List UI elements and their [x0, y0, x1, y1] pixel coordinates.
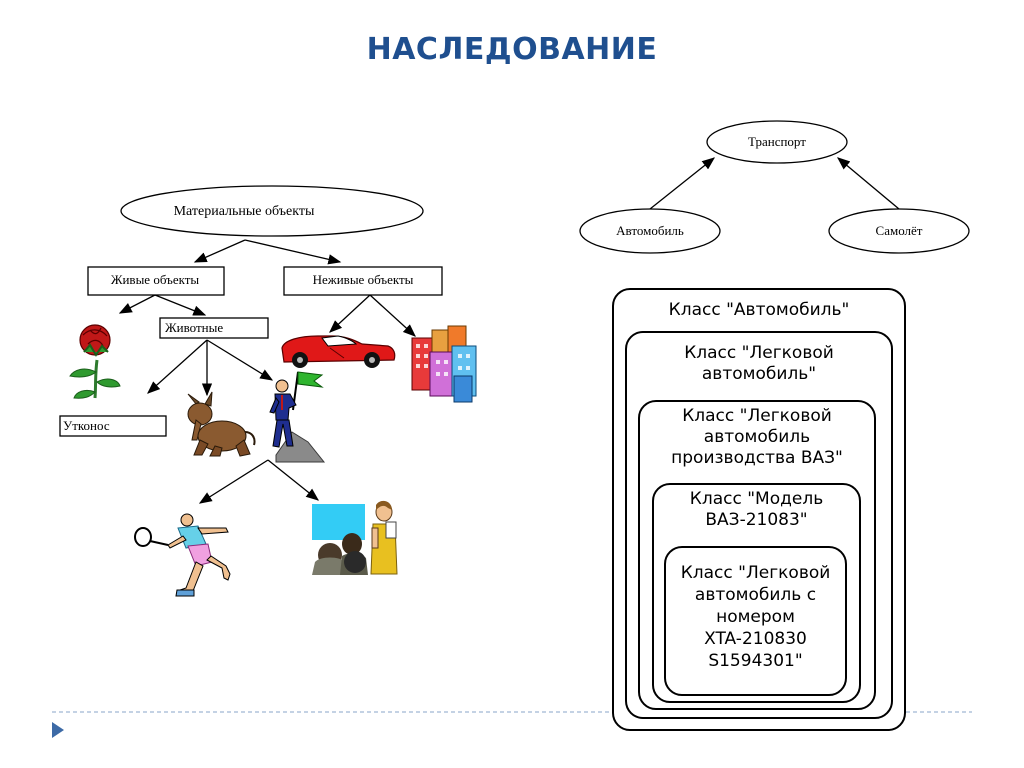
- class-label-model: Класс "Модель ВАЗ-21083": [689, 489, 824, 530]
- class-label-instance: Класс "Легковой автомобиль с номером XTA…: [680, 563, 831, 671]
- slide-title: НАСЛЕДОВАНИЕ: [366, 32, 658, 67]
- class-box-car: Класс "Автомобиль": [612, 288, 906, 731]
- nonliving-box: [283, 266, 443, 296]
- parent-ellipse: [706, 120, 848, 164]
- platypus-label: Утконос: [63, 418, 110, 433]
- animals-box: [159, 317, 269, 339]
- root-label: Материальные объекты: [174, 204, 315, 219]
- animals-label: Животные: [165, 320, 223, 335]
- class-box-vaz: Класс "Легковой автомобиль производства …: [638, 400, 876, 710]
- child-left-label: Автомобиль: [616, 223, 684, 238]
- class-label-vaz: Класс "Легковой автомобиль производства …: [671, 406, 843, 468]
- left-tree: Материальные объекты Живые объекты Нежив…: [59, 185, 443, 504]
- class-box-passenger: Класс "Легковой автомобиль": [625, 331, 893, 719]
- child-right-label: Самолёт: [876, 223, 923, 238]
- buildings-icon: [411, 325, 477, 403]
- tennis-player-icon: [134, 513, 231, 597]
- man-with-flag-icon: [269, 371, 326, 463]
- rose-icon: [69, 324, 121, 399]
- platypus-box: [59, 415, 167, 437]
- bullet-triangle-icon: [52, 722, 64, 738]
- red-car-icon: [281, 335, 396, 368]
- root-ellipse: [120, 185, 424, 237]
- class-box-instance: Класс "Легковой автомобиль с номером XTA…: [664, 546, 847, 696]
- dog-icon: [187, 391, 256, 457]
- class-label-car: Класс "Автомобиль": [668, 300, 850, 320]
- class-label-passenger: Класс "Легковой автомобиль": [684, 343, 834, 384]
- living-label: Живые объекты: [111, 272, 200, 287]
- transport-diagram: Транспорт Автомобиль Самолёт: [579, 120, 970, 254]
- nonliving-label: Неживые объекты: [313, 272, 414, 287]
- parent-label: Транспорт: [748, 134, 806, 149]
- class-box-model: Класс "Модель ВАЗ-21083": [652, 483, 861, 703]
- audience-icon: [312, 500, 398, 575]
